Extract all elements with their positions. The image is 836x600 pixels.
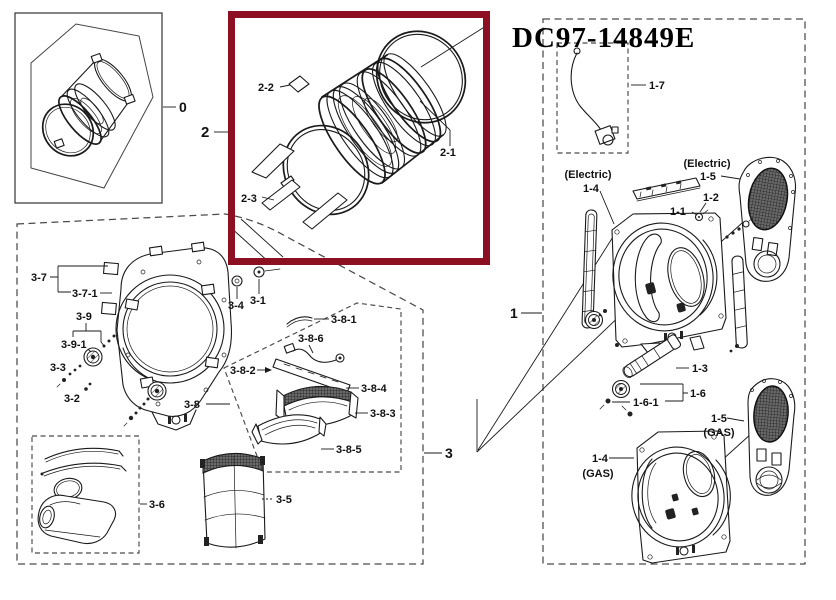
- label-3-9[interactable]: 3-9: [76, 311, 92, 323]
- label-leader-lines: [50, 84, 745, 505]
- lint-duct-group-drawing: [251, 316, 359, 445]
- wire-harness-drawing: [570, 47, 619, 146]
- label-3-8-2[interactable]: 3-8-2: [230, 365, 256, 377]
- label-3-9-1[interactable]: 3-9-1: [61, 339, 87, 351]
- front-rollers-and-screws: [56, 266, 281, 427]
- rear-duct-electric-drawing: [611, 212, 727, 359]
- label-1-4-gas[interactable]: 1-4: [592, 453, 609, 465]
- rear-duct-gas-drawing: [621, 344, 739, 564]
- label-3-6[interactable]: 3-6: [149, 499, 165, 511]
- label-1-1[interactable]: 1-1: [670, 206, 686, 218]
- label-3-7-1[interactable]: 3-7-1: [72, 288, 98, 300]
- sub-box-3-6[interactable]: [31, 435, 140, 554]
- document-title: DC97-14849E: [512, 22, 695, 54]
- section-1-box[interactable]: [542, 18, 806, 565]
- label-3-1[interactable]: 3-1: [250, 295, 266, 307]
- label-2-2[interactable]: 2-2: [258, 82, 274, 94]
- label-3-8-1[interactable]: 3-8-1: [331, 314, 357, 326]
- caption-electric-heater: (Electric): [683, 158, 730, 170]
- caption-electric-duct: (Electric): [564, 169, 611, 181]
- label-3-5[interactable]: 3-5: [276, 494, 292, 506]
- label-1-5-gas[interactable]: 1-5: [711, 413, 727, 425]
- caption-gas-heater: (GAS): [703, 427, 735, 439]
- label-1-5-electric[interactable]: 1-5: [700, 171, 716, 183]
- lint-filter-drawing: [200, 452, 266, 549]
- duct-kit-drawing: [37, 447, 127, 545]
- caption-gas-duct: (GAS): [582, 468, 614, 480]
- label-3-7[interactable]: 3-7: [31, 272, 47, 284]
- section-0-box[interactable]: [14, 12, 163, 204]
- label-2-1[interactable]: 2-1: [440, 147, 456, 159]
- label-section-0[interactable]: 0: [179, 99, 187, 115]
- label-1-6[interactable]: 1-6: [690, 388, 706, 400]
- sub-box-1-7[interactable]: [556, 42, 629, 154]
- label-3-8-4[interactable]: 3-8-4: [361, 383, 388, 395]
- heater-duct-electric-drawing: [738, 156, 797, 282]
- drum-assembly-drawing: [251, 30, 467, 230]
- label-3-8[interactable]: 3-8: [184, 399, 200, 411]
- heater-duct-gas-drawing: [747, 378, 796, 496]
- label-section-3[interactable]: 3: [445, 445, 453, 461]
- sub-box-3-8[interactable]: [223, 302, 402, 473]
- label-section-2[interactable]: 2: [201, 124, 209, 141]
- label-3-8-5[interactable]: 3-8-5: [336, 444, 362, 456]
- label-2-3[interactable]: 2-3: [241, 193, 257, 205]
- label-3-4[interactable]: 3-4: [228, 300, 245, 312]
- drum-rollers-and-shaft: [584, 309, 682, 410]
- label-3-8-6[interactable]: 3-8-6: [298, 333, 324, 345]
- label-3-2[interactable]: 3-2: [64, 393, 80, 405]
- label-3-8-3[interactable]: 3-8-3: [370, 408, 396, 420]
- label-3-3[interactable]: 3-3: [50, 362, 66, 374]
- label-1-4-electric[interactable]: 1-4: [583, 183, 600, 195]
- full-assembly-drawing: [30, 23, 154, 189]
- labels: DC97-14849E 0 2 1 3 2-2 2-1 2-3 1-7 (Ele…: [31, 22, 735, 511]
- label-1-7[interactable]: 1-7: [649, 80, 665, 92]
- front-bulkhead-drawing: [100, 241, 233, 431]
- label-1-6-1[interactable]: 1-6-1: [633, 397, 659, 409]
- highlight-selected-section-box[interactable]: [228, 11, 490, 265]
- label-1-3[interactable]: 1-3: [692, 363, 708, 375]
- label-section-1[interactable]: 1: [510, 305, 518, 321]
- seal-strips-and-fasteners: [581, 177, 754, 349]
- label-1-2[interactable]: 1-2: [703, 192, 719, 204]
